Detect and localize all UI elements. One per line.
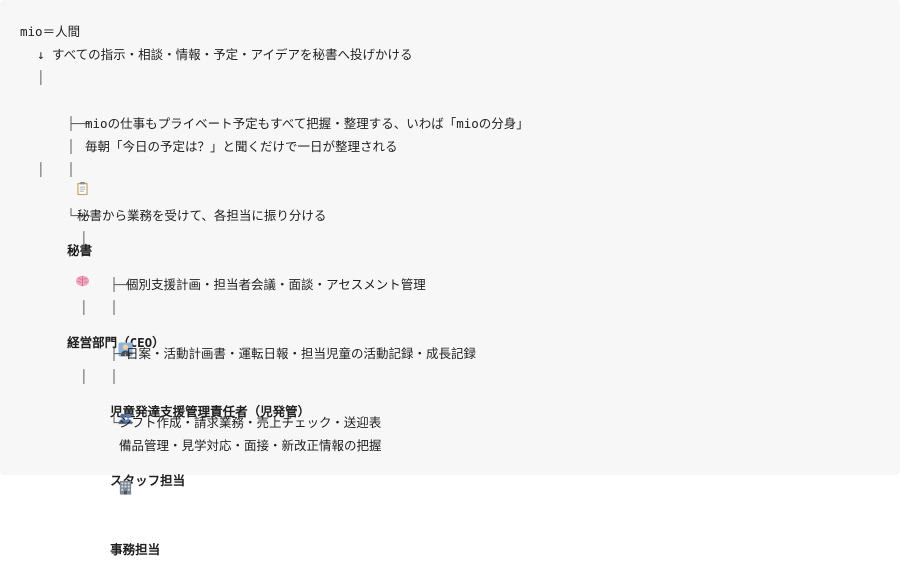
tree-last-connector: └──	[67, 208, 90, 223]
department-node-jihatsukan: ├── 児童発達支援管理責任者（児発管）	[80, 250, 310, 419]
secretary-description: mioの仕事もプライベート予定もすべて把握・整理する、いわば「mioの分身」	[85, 116, 529, 131]
secretary-detail-row: │	[37, 112, 75, 154]
department-label: 児童発達支援管理責任者（児発管）	[110, 404, 311, 419]
department-node-office: └── 事務担当	[80, 388, 160, 557]
tree-connector: │	[37, 162, 45, 177]
department-description: シフト作成・請求業務・売上チェック・送迎表	[119, 415, 382, 430]
tree-connector: │	[37, 70, 45, 85]
department-description: 備品管理・見学対応・面接・新改正情報の把握	[119, 438, 382, 453]
tree-connector: │	[67, 139, 75, 154]
secretary-description: 毎朝「今日の予定は？」と聞くだけで一日が整理される	[85, 139, 398, 154]
department-node-staff: ├── スタッフ担当	[80, 319, 185, 488]
tree-connector: │	[110, 369, 118, 384]
department-detail-row: │	[80, 273, 118, 315]
tree-branch-connector: ├──	[110, 277, 133, 292]
management-description: 秘書から業務を受けて、各担当に振り分ける	[77, 208, 327, 223]
tree-connector: │	[67, 162, 75, 177]
clipboard-icon	[75, 135, 90, 196]
department-description: 個別支援計画・担当者会議・面談・アセスメント管理	[126, 277, 426, 292]
brain-icon	[75, 227, 90, 287]
people-icon	[118, 365, 133, 425]
root-title: mio＝人間	[20, 24, 81, 39]
department-description: 日案・活動計画書・運転日報・担当児童の活動記録・成長記録	[126, 346, 477, 361]
org-diagram: mio＝人間 ↓ すべての指示・相談・情報・予定・アイデアを秘書へ投げかける │…	[20, 24, 529, 557]
management-label: 経営部門（CEO）	[67, 335, 165, 350]
secretary-node: ├── 秘書	[37, 89, 93, 258]
tree-connector: │	[110, 300, 118, 315]
tree-branch-connector: ├──	[67, 116, 90, 131]
tree-last-connector: └──	[110, 415, 133, 430]
tree-connector: │	[80, 369, 88, 384]
department-detail-row: │	[80, 342, 118, 384]
office-worker-icon	[118, 296, 133, 357]
secretary-label: 秘書	[67, 243, 93, 258]
management-node: └── 経営部門（CEO）	[37, 181, 165, 350]
tree-branch-connector: ├──	[110, 346, 133, 361]
tree-connector: │	[80, 300, 88, 315]
tree-connector: │	[80, 231, 88, 246]
secretary-detail-row: │	[37, 135, 75, 177]
flow-instruction: ↓ すべての指示・相談・情報・予定・アイデアを秘書へ投げかける	[37, 47, 413, 62]
department-label: 事務担当	[110, 542, 161, 557]
